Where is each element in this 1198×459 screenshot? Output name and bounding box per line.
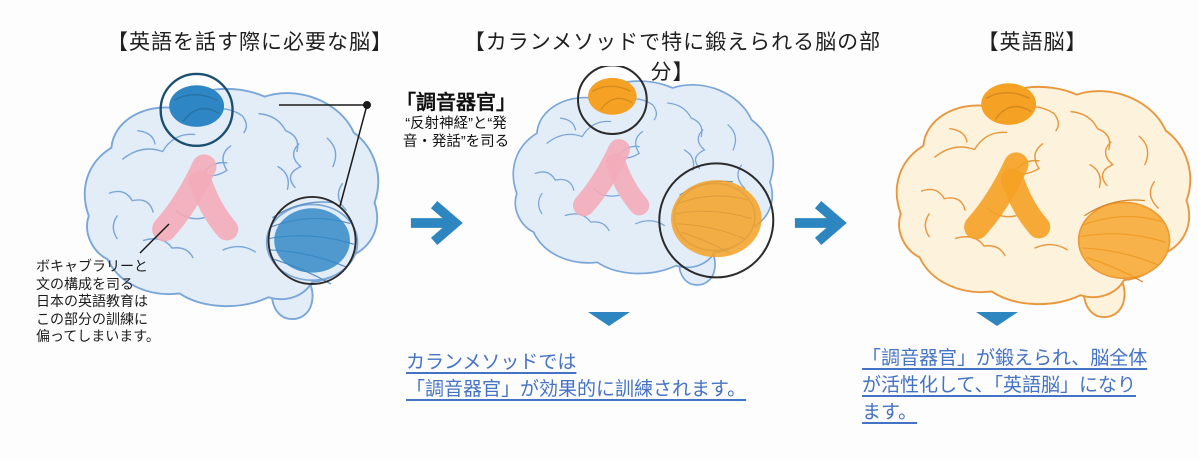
emphasis-circle-top: [576, 66, 648, 136]
brain-illustration-english: [896, 82, 1191, 318]
brain-illustration-training: [513, 66, 775, 285]
callan-caption-link[interactable]: カランメソッドでは 「調音器官」が効果的に訓練されます。: [406, 349, 746, 403]
english-brain-caption-link[interactable]: 「調音器官」が鍛えられ、脳全体 が活性化して、「英語脳」になり ます。: [862, 345, 1192, 426]
vocabulary-note: ボキャブラリーと 文の構成を司る 日本の英語教育は この部分の訓練に 偏ってしま…: [36, 258, 160, 346]
callan-caption-line1: カランメソッドでは: [406, 352, 577, 373]
vocab-line: 偏ってしまいます。: [36, 328, 160, 344]
english-brain-caption-line3: ます。: [862, 402, 918, 423]
cerebellum-highlight: [274, 208, 350, 273]
articulation-organ-note: 「調音器官」 “反射神経”と“発 音・発話”を司る: [376, 86, 536, 151]
english-brain-caption-line1: 「調音器官」が鍛えられ、脳全体: [862, 348, 1148, 369]
vocab-line: ボキャブラリーと: [36, 258, 148, 274]
brain-illustration-before: [84, 72, 379, 320]
vocab-line: 日本の英語教育は: [36, 293, 148, 309]
emphasis-circle-bottom: [658, 162, 775, 279]
articulation-organ-desc-line1: “反射神経”と“発: [405, 116, 507, 132]
cerebellum-highlight: [671, 180, 762, 258]
cerebellum-highlight: [1078, 202, 1170, 279]
panel-title-right: 【英語脳】: [977, 31, 1088, 54]
articulation-organ-desc-line2: 音・発話”を司る: [402, 134, 510, 150]
right-arrow-icon: [410, 200, 463, 246]
callan-caption-line2: 「調音器官」が効果的に訓練されます。: [406, 379, 747, 400]
panel-title-middle: 【カランメソッドで特に鍛えられる脳の部分】: [463, 31, 882, 84]
down-pointer-icon: [588, 312, 630, 326]
emphasis-circle-top: [159, 72, 234, 148]
articulation-organ-title: 「調音器官」: [396, 92, 516, 114]
vocab-line: この部分の訓練に: [36, 310, 148, 327]
english-brain-caption-line2: が活性化して、「英語脳」になり: [862, 375, 1136, 396]
right-arrow-icon: [794, 200, 847, 246]
down-pointer-icon: [976, 312, 1018, 326]
panel-title-left: 【英語を話す際に必要な脳】: [107, 31, 393, 54]
emphasis-circle-bottom: [267, 195, 357, 285]
vocab-line: 文の構成を司る: [36, 275, 134, 292]
